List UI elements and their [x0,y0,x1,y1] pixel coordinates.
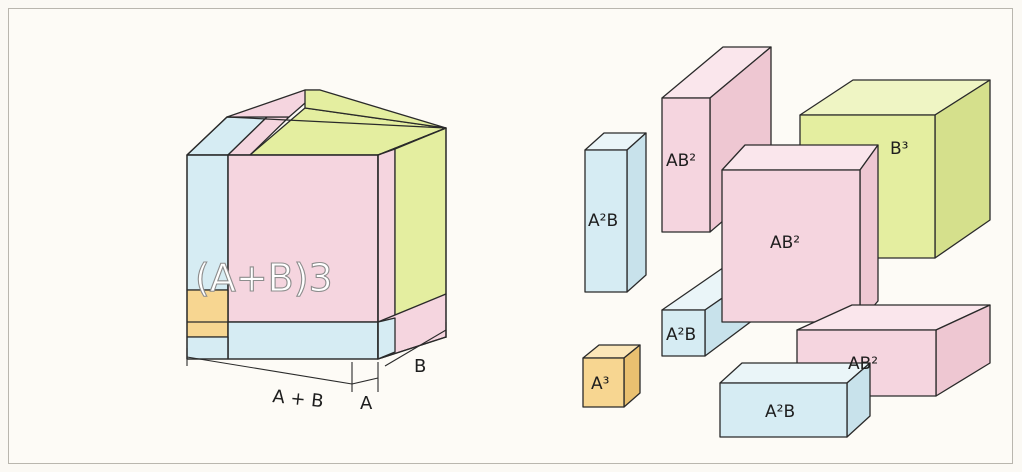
cube-front-blue-bottom-left [186,336,229,360]
cube-side-green [394,127,447,319]
label-a2b-small: A²B [666,325,696,345]
dimension-a-plus-b-label: A + B [271,386,324,412]
dimension-lines [186,322,447,392]
cube-front-orange-corner [186,289,229,338]
cube-title: (A+B)3 [195,256,333,300]
piece-a2b-tall [584,132,647,293]
label-a2b-flat: A²B [765,402,795,422]
piece-a3 [582,344,641,408]
assembled-cube [186,89,447,360]
dimension-a-label: A [360,393,373,414]
cube-front-blue-bottom [227,321,379,360]
cube-side-blue-bottom [377,317,396,360]
label-a3: A³ [591,374,609,394]
piece-ab2-center [721,144,879,323]
label-a2b-tall: A²B [588,211,618,231]
cube-side-pink-strip [377,148,396,323]
label-ab2-flat: AB² [848,354,878,374]
label-ab2-tall: AB² [666,151,696,171]
dimension-b-label: B [414,356,426,377]
label-b3: B³ [890,139,908,159]
label-ab2-center: AB² [770,233,800,253]
piece-a2b-flat [719,362,871,438]
